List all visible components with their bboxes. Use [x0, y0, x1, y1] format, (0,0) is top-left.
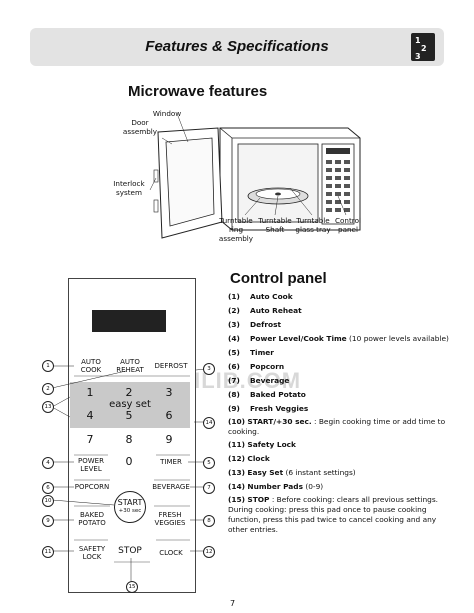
svg-text:2: 2: [421, 44, 427, 53]
label-window: Window: [152, 109, 182, 118]
callout-3: 3: [203, 363, 215, 375]
start-sub-label: +30 sec: [118, 508, 142, 514]
popcorn-button[interactable]: POPCORN: [74, 483, 110, 491]
callout-14: 14: [203, 417, 215, 429]
feature-item: (11) Safety Lock: [228, 440, 296, 449]
digit-9-button[interactable]: 9: [165, 433, 173, 446]
page-number: 7: [230, 599, 236, 608]
start-label: START: [117, 498, 143, 507]
digit-0-button[interactable]: 0: [125, 455, 133, 468]
callout-13: 13: [42, 401, 54, 413]
svg-text:1: 1: [415, 36, 421, 45]
label-turntable-ring: Turntable ring assembly: [218, 216, 254, 243]
callout-10: 10: [42, 495, 54, 507]
label-turntable-tray: Turntable glass tray: [295, 216, 331, 234]
defrost-button[interactable]: DEFROST: [154, 362, 188, 370]
digit-2-button[interactable]: 2: [125, 386, 133, 399]
feature-item: (6)Popcorn: [228, 362, 285, 371]
callout-12: 12: [203, 546, 215, 558]
easy-set-zone: [70, 382, 190, 428]
header-banner: Features & Specifications: [30, 28, 444, 66]
label-turntable-shaft: Turntable Shaft: [258, 216, 292, 234]
feature-item: (5)Timer: [228, 348, 274, 357]
auto-cook-button[interactable]: AUTO COOK: [80, 358, 102, 374]
feature-item: (7)Beverage: [228, 376, 290, 385]
callout-2: 2: [42, 383, 54, 395]
feature-item: (8)Baked Potato: [228, 390, 306, 399]
feature-item: (1)Auto Cook: [228, 292, 293, 301]
callout-11: 11: [42, 546, 54, 558]
callout-8: 8: [203, 515, 215, 527]
feature-item: (10) START/+30 sec. : Begin cooking time…: [228, 417, 446, 436]
label-door-assembly: Door assembly: [122, 118, 158, 136]
clock-button[interactable]: CLOCK: [159, 549, 183, 557]
svg-text:3: 3: [415, 52, 421, 61]
callout-9: 9: [42, 515, 54, 527]
feature-item: (4)Power Level/Cook Time (10 power level…: [228, 334, 449, 343]
digit-6-button[interactable]: 6: [165, 409, 173, 422]
callout-7: 7: [203, 482, 215, 494]
digit-7-button[interactable]: 7: [86, 433, 94, 446]
digit-3-button[interactable]: 3: [165, 386, 173, 399]
feature-item: (15) STOP : Before cooking: clears all p…: [228, 495, 439, 534]
digit-4-button[interactable]: 4: [86, 409, 94, 422]
digit-8-button[interactable]: 8: [125, 433, 133, 446]
feature-item: (12) Clock: [228, 454, 270, 463]
easy-set-label: easy set: [109, 399, 151, 410]
feature-item: (3)Defrost: [228, 320, 282, 329]
feature-item: (14) Number Pads (0-9): [228, 482, 324, 491]
feature-item: (9)Fresh Veggies: [228, 404, 309, 413]
digit-1-button[interactable]: 1: [86, 386, 94, 399]
label-control-panel: Control panel: [335, 216, 361, 234]
safety-lock-button[interactable]: SAFETY LOCK: [78, 545, 106, 561]
numbered-steps-icon: 1 2 3: [411, 33, 435, 61]
microwave-illustration: [149, 115, 361, 239]
callout-leaders: [51, 365, 215, 581]
auto-reheat-button[interactable]: AUTO REHEAT: [116, 358, 144, 374]
keypad-display: [92, 310, 166, 332]
power-level-button[interactable]: POWER LEVEL: [78, 457, 104, 473]
callout-1: 1: [42, 360, 54, 372]
stop-button[interactable]: STOP: [118, 546, 142, 556]
callout-4: 4: [42, 457, 54, 469]
callout-15: 15: [126, 581, 138, 593]
keypad-separators: [74, 375, 190, 563]
feature-item: (2)Auto Reheat: [228, 306, 302, 315]
timer-button[interactable]: TIMER: [160, 458, 182, 466]
control-panel-title: Control panel: [230, 270, 327, 287]
callout-6: 6: [42, 482, 54, 494]
fresh-veggies-button[interactable]: FRESH VEGGIES: [154, 511, 186, 527]
feature-item: (13) Easy Set (6 instant settings): [228, 468, 356, 477]
page-title: Features & Specifications: [145, 38, 329, 55]
callout-5: 5: [203, 457, 215, 469]
label-interlock-system: Interlock system: [113, 179, 145, 197]
digit-5-button[interactable]: 5: [125, 409, 133, 422]
start-button[interactable]: START +30 sec: [114, 491, 146, 523]
baked-potato-button[interactable]: BAKED POTATO: [78, 511, 106, 527]
microwave-features-title: Microwave features: [128, 83, 268, 100]
beverage-button[interactable]: BEVERAGE: [152, 483, 190, 491]
